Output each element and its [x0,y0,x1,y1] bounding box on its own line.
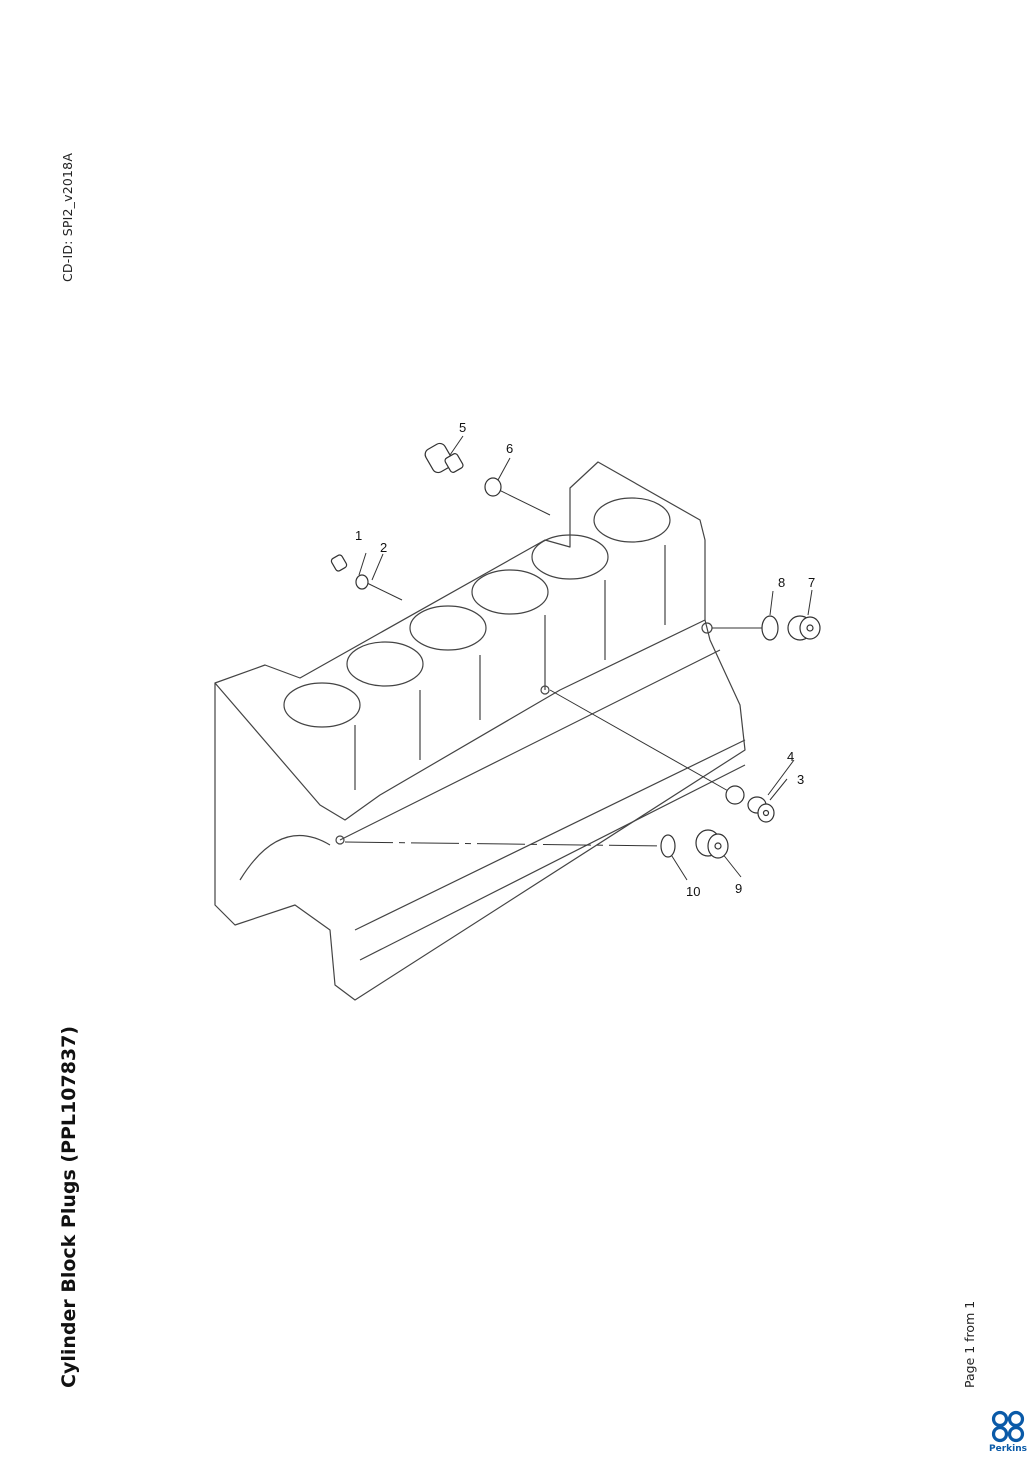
cylinder-bore-6 [593,497,671,543]
callout-5: 5 [459,420,466,435]
part-1-plug [330,554,348,572]
callout-4: 4 [787,749,794,764]
callout-2: 2 [380,540,387,555]
callout-6: 6 [506,441,513,456]
block-front-face [214,619,746,1001]
perkins-logo-mark [991,1410,1025,1443]
callout-8: 8 [778,575,785,590]
part-2-seal [355,574,369,590]
block-side-rail [339,649,746,961]
perkins-logo-text: Perkins [989,1444,1027,1454]
part-8-seal [761,615,779,641]
callout-10: 10 [686,884,700,899]
block-top-deck [214,461,706,821]
perkins-logo: Perkins [988,1410,1028,1458]
part-7-plug [787,615,821,641]
cylinder-bore-3 [409,605,487,651]
part-4-seal [725,785,745,805]
part-6-seal [484,477,502,497]
callout-7: 7 [808,575,815,590]
cylinder-bore-5 [531,534,609,580]
part-10-seal [660,834,676,858]
part-9-plug [695,829,729,859]
callout-9: 9 [735,881,742,896]
part-3-plug [747,796,775,823]
part-5-plug [424,442,464,474]
cylinder-bore-2 [346,641,424,687]
callout-1: 1 [355,528,362,543]
cylinder-bore-1 [283,682,361,728]
callout-3: 3 [797,772,804,787]
cylinder-bore-4 [471,569,549,615]
